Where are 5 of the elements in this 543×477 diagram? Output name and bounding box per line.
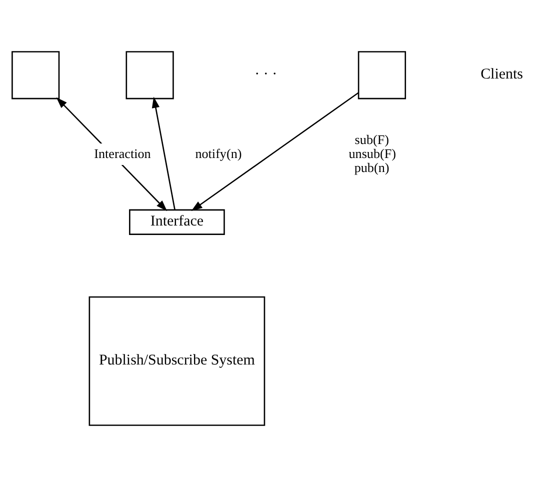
edge-label: notify(n) <box>195 146 242 162</box>
edge-label: sub(F) unsub(F) pub(n) <box>348 132 396 176</box>
edge-label: Interaction <box>94 146 151 162</box>
label: Clients <box>480 66 523 83</box>
label: · · · <box>254 66 278 83</box>
